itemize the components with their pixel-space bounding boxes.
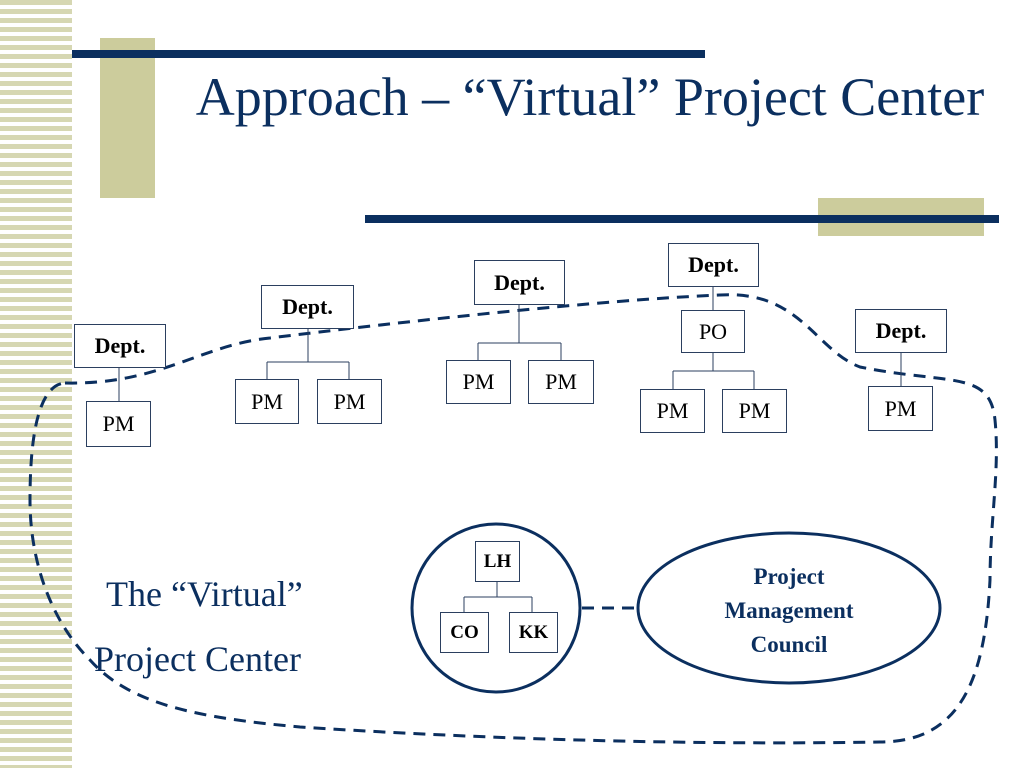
dept-box: Dept.	[474, 260, 565, 305]
pm-box: PM	[722, 389, 787, 433]
council-line: Management	[724, 598, 854, 623]
virtual-center-label-line1: The “Virtual”	[106, 574, 303, 614]
dept-box: Dept.	[855, 309, 947, 353]
dept-box: Dept.	[261, 285, 354, 329]
lh-box: LH	[475, 541, 520, 582]
pm-box: PM	[86, 401, 151, 447]
pm-box: PM	[868, 386, 933, 431]
council-line: Project	[753, 564, 825, 589]
council-label: Project Management Council	[644, 560, 934, 662]
co-box: CO	[440, 612, 489, 653]
slide-title: Approach – “Virtual” Project Center	[195, 67, 985, 127]
kk-box: KK	[509, 612, 558, 653]
pm-box: PM	[528, 360, 594, 404]
pm-box: PM	[446, 360, 511, 404]
pm-box: PM	[235, 379, 299, 424]
navy-rule-top	[72, 50, 705, 58]
po-box: PO	[681, 310, 745, 353]
dept-box: Dept.	[74, 324, 166, 368]
navy-rule-bottom	[365, 215, 999, 223]
council-ellipse	[636, 531, 942, 685]
council-line: Council	[750, 632, 828, 657]
dept-box: Dept.	[668, 243, 759, 287]
pm-box: PM	[640, 389, 705, 433]
pm-box: PM	[317, 379, 382, 424]
tan-accent-block-top	[100, 38, 155, 198]
virtual-center-label-line2: Project Center	[94, 639, 301, 679]
virtual-center-outline	[28, 293, 998, 745]
